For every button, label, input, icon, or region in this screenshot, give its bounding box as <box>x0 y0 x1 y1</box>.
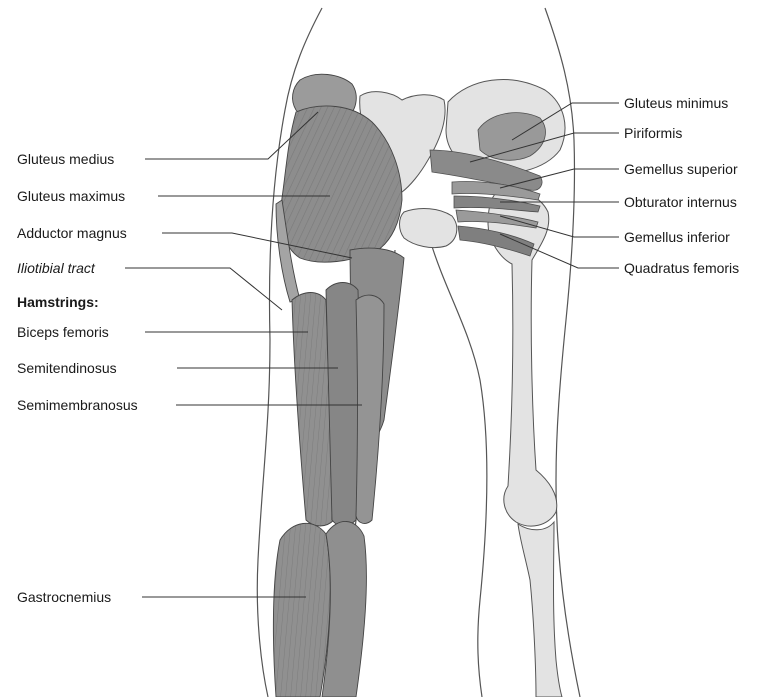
semimembranosus-shape <box>356 295 384 523</box>
hip-joint <box>400 209 457 248</box>
label-gluteus-medius: Gluteus medius <box>17 151 114 167</box>
semitendinosus-shape <box>326 283 359 527</box>
label-gluteus-maximus: Gluteus maximus <box>17 188 125 204</box>
label-semitendinosus: Semitendinosus <box>17 360 117 376</box>
label-adductor-magnus: Adductor magnus <box>17 225 127 241</box>
label-piriformis: Piriformis <box>624 125 682 141</box>
label-obturator-internus: Obturator internus <box>624 194 737 210</box>
label-quadratus-femoris: Quadratus femoris <box>624 260 739 276</box>
label-gemellus-superior: Gemellus superior <box>624 161 738 177</box>
inner-right-leg <box>430 240 487 697</box>
label-iliotibial-tract: Iliotibial tract <box>17 260 95 276</box>
tibia-right <box>518 522 562 697</box>
label-hamstrings-heading: Hamstrings: <box>17 294 99 310</box>
gastrocnemius-lateral <box>273 523 330 697</box>
label-biceps-femoris: Biceps femoris <box>17 324 109 340</box>
label-semimembranosus: Semimembranosus <box>17 397 138 413</box>
leader-iliotibial-tract <box>125 268 282 310</box>
label-gastrocnemius: Gastrocnemius <box>17 589 111 605</box>
label-gemellus-inferior: Gemellus inferior <box>624 229 730 245</box>
superficial-muscles <box>273 74 404 697</box>
label-gluteus-minimus: Gluteus minimus <box>624 95 728 111</box>
